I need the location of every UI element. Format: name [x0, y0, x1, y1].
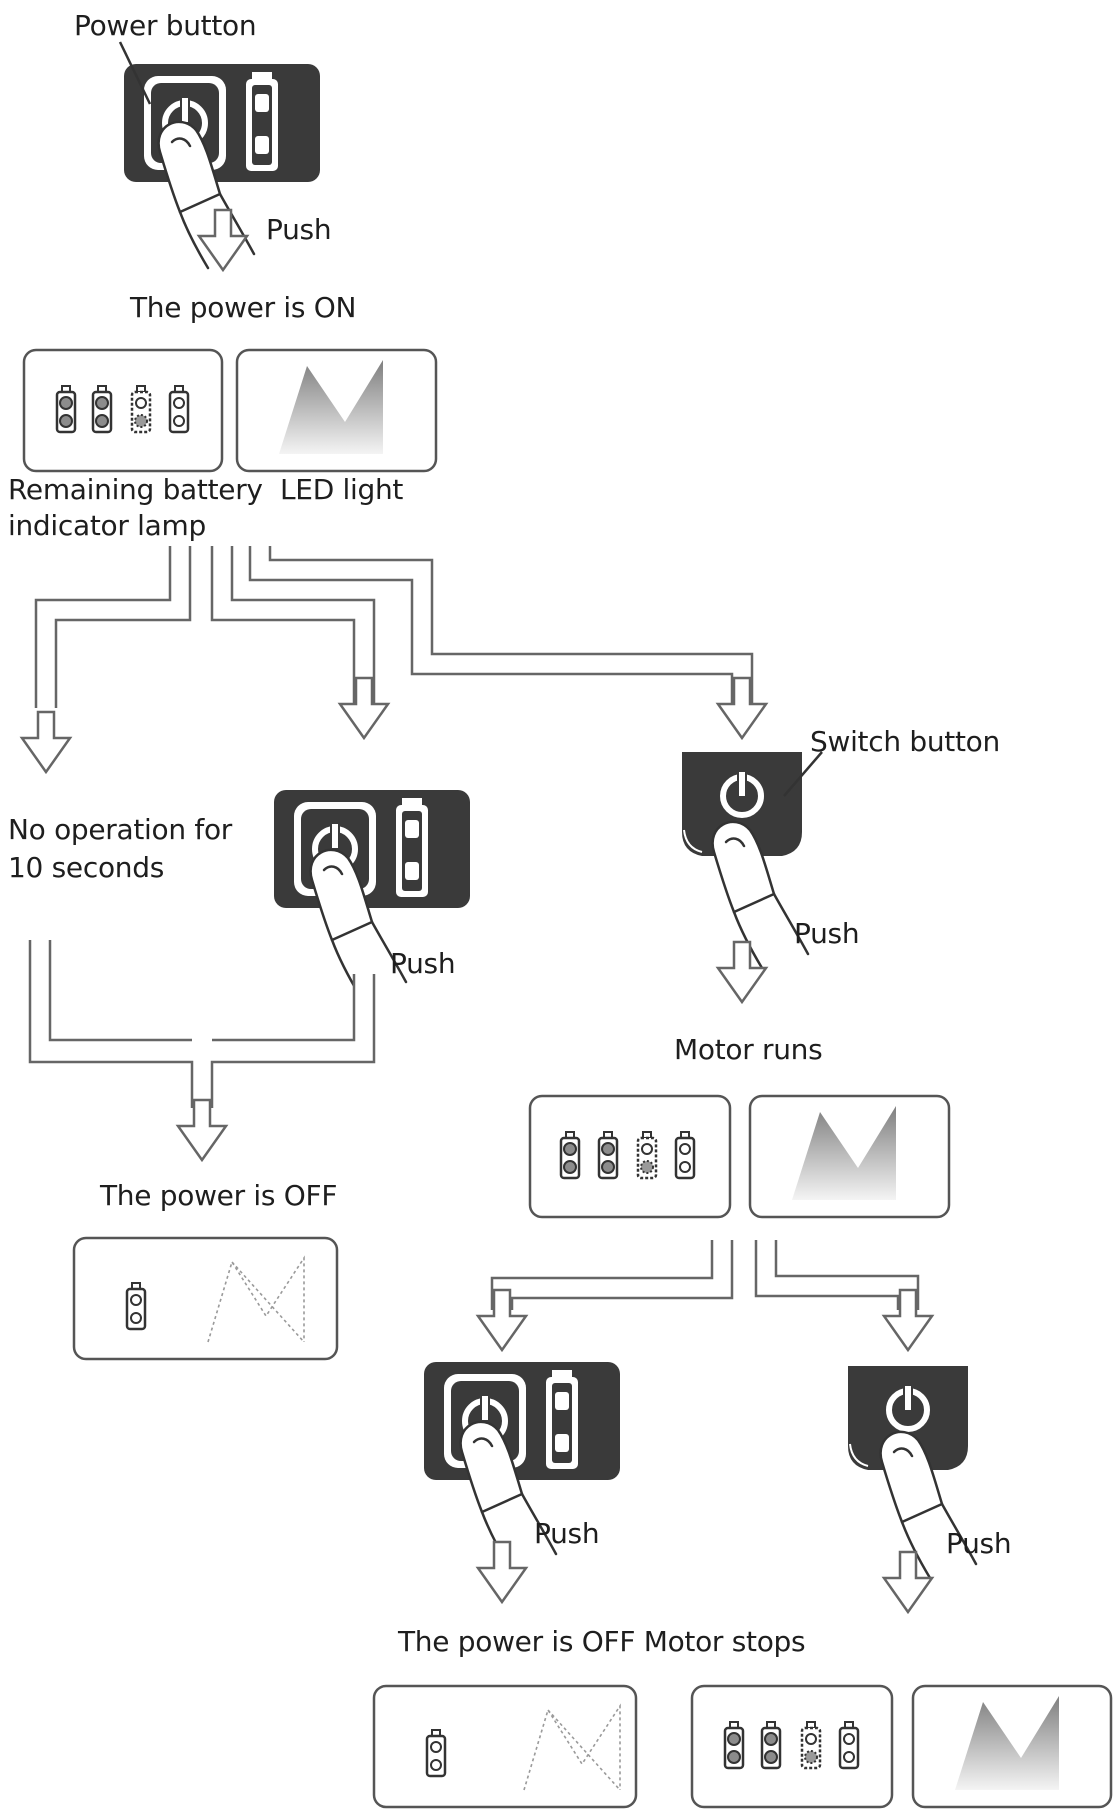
arrow-to-switch	[716, 676, 768, 740]
arrow-to-motor-runs	[716, 940, 768, 1004]
label-power-button: Power button	[74, 9, 257, 42]
label-push-1: Push	[266, 213, 332, 246]
label-power-on: The power is ON	[130, 291, 357, 324]
label-push-3: Push	[794, 917, 860, 950]
power-unit-middle	[274, 790, 470, 908]
label-no-operation-2: 10 seconds	[8, 851, 164, 884]
label-no-operation-1: No operation for	[8, 813, 233, 846]
battery-indicator-panel-motor	[528, 1094, 732, 1219]
power-button-leader	[118, 41, 152, 105]
power-off-panel-left	[72, 1236, 339, 1361]
label-push-2: Push	[390, 947, 456, 980]
switch-button-leader	[783, 751, 823, 797]
battery-lamp-off	[125, 1281, 147, 1331]
flow-pipes-lower	[490, 1240, 920, 1310]
power-unit-top	[124, 64, 320, 182]
label-power-off-1: The power is OFF	[100, 1179, 338, 1212]
label-remaining-battery-2: indicator lamp	[8, 509, 206, 542]
label-remaining-battery-1: Remaining battery	[8, 473, 263, 506]
battery-indicator-panel-stop	[690, 1684, 894, 1809]
arrow-to-push-switch-lower	[882, 1288, 934, 1352]
arrow-to-no-operation	[20, 710, 72, 774]
arrow-to-power-off	[176, 1098, 228, 1162]
label-push-5: Push	[946, 1527, 1012, 1560]
flow-pipes-merge	[28, 940, 376, 1108]
label-power-off-motor-stops: The power is OFF Motor stops	[398, 1625, 806, 1658]
arrow-to-power-on	[197, 208, 249, 272]
arrow-to-power-off-lower	[476, 1540, 528, 1604]
power-off-panel-bottom	[372, 1684, 638, 1809]
flow-pipes-upper	[34, 546, 754, 708]
battery-lamp-off	[425, 1728, 447, 1778]
battery-indicator-panel	[22, 348, 224, 473]
label-switch-button: Switch button	[810, 725, 1000, 758]
label-motor-runs: Motor runs	[674, 1033, 823, 1066]
label-push-4: Push	[534, 1517, 600, 1550]
arrow-to-motor-stops	[882, 1550, 934, 1614]
arrow-to-push-power	[338, 676, 390, 740]
label-led-light: LED light	[280, 473, 404, 506]
power-unit-lower	[424, 1362, 620, 1480]
